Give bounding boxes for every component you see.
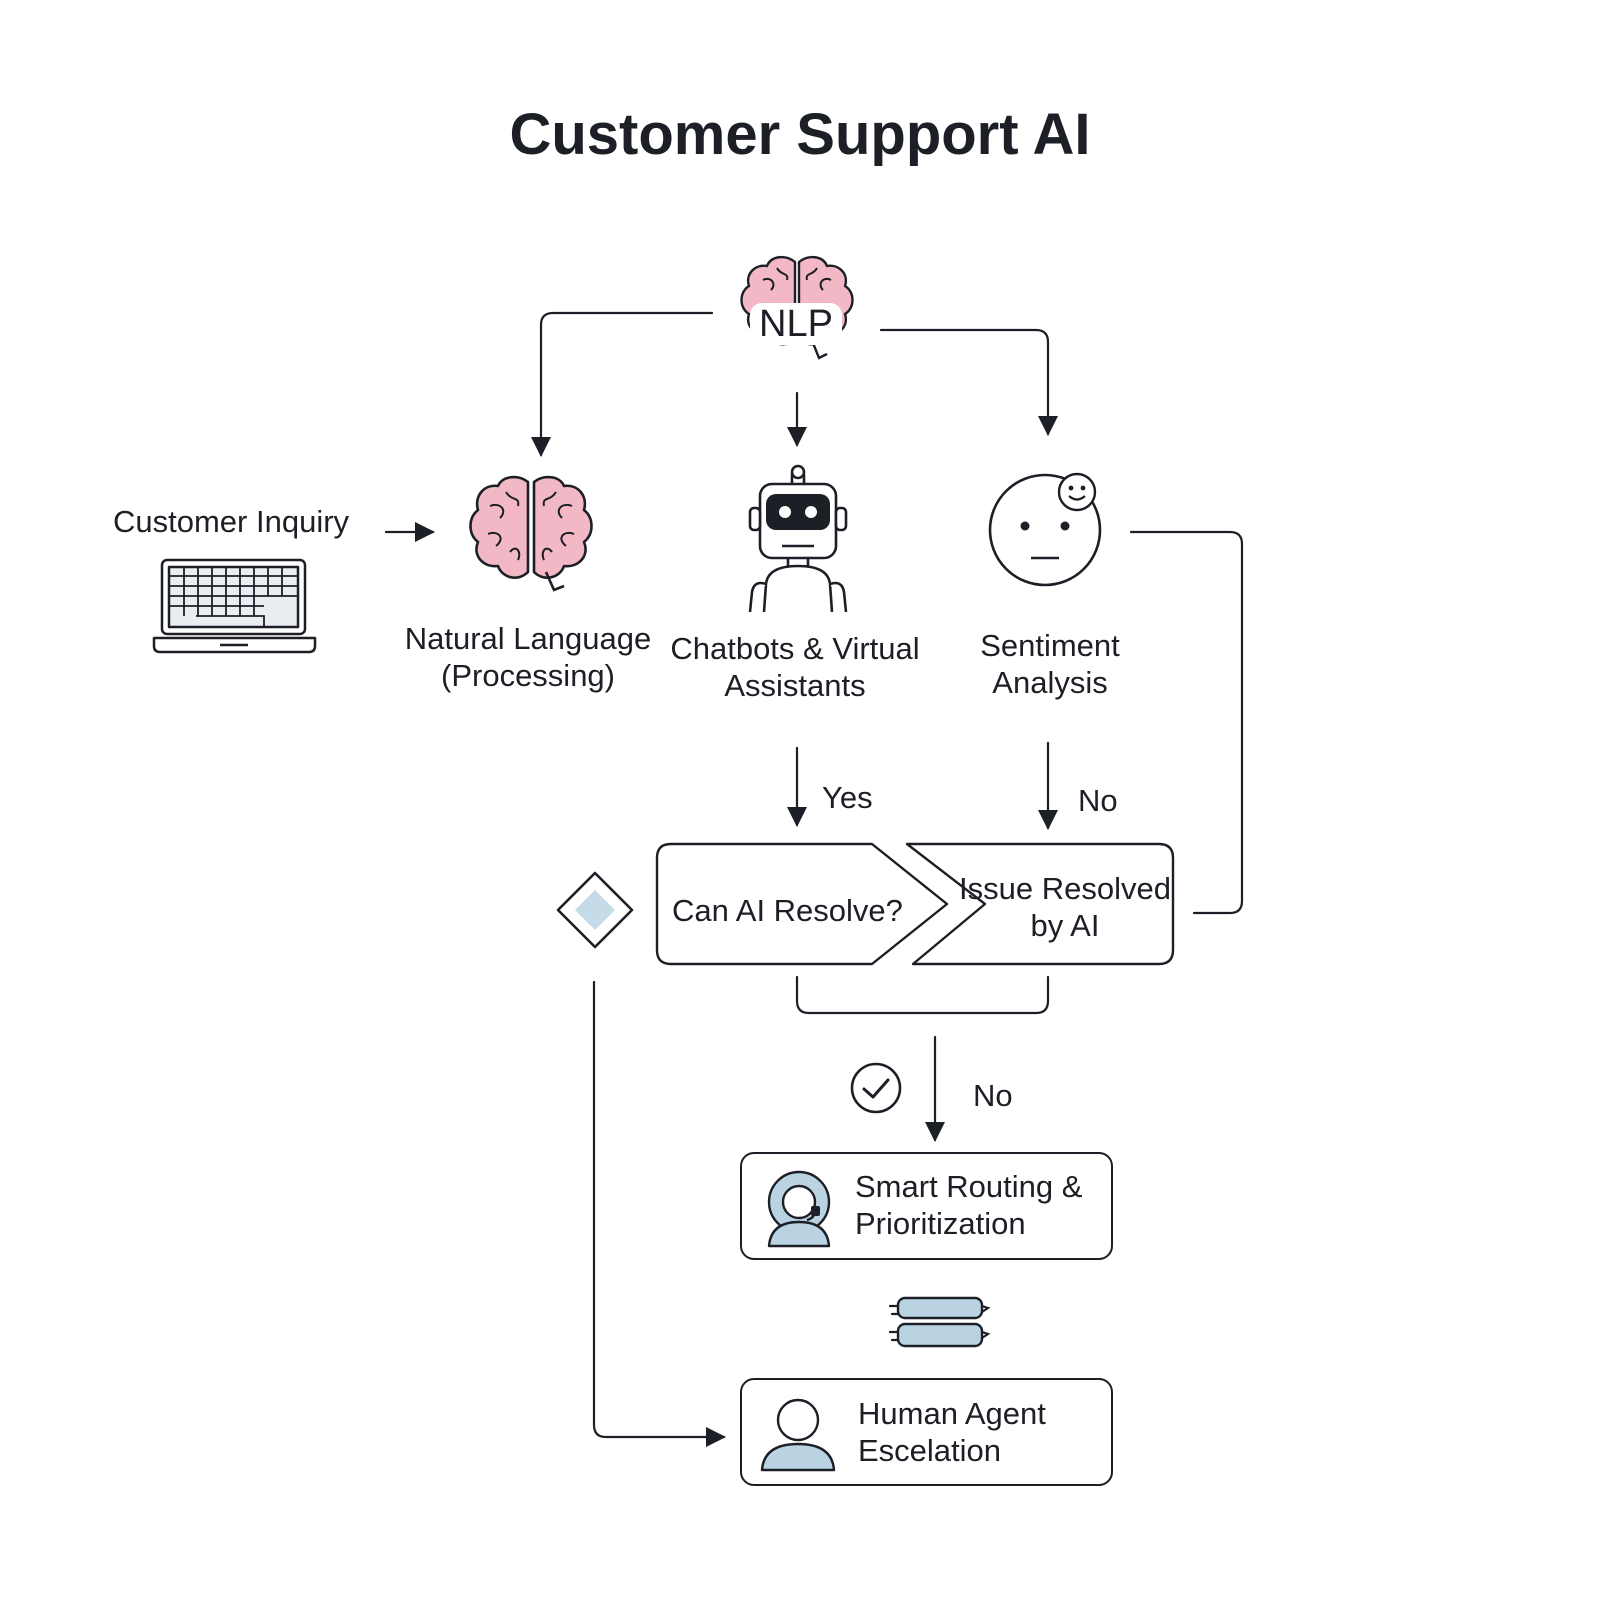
- nlp-node-label-line2: (Processing): [441, 658, 615, 694]
- edge-decision-merge: [795, 975, 1050, 1015]
- routing-label-line2: Prioritization: [855, 1206, 1026, 1241]
- edge-nlp-to-natural-language: [531, 311, 714, 457]
- sentiment-node-label-line1: Sentiment: [980, 628, 1120, 663]
- checkmark-circle-icon: [850, 1062, 902, 1114]
- decision-box: [655, 842, 949, 966]
- diagram-title: Customer Support AI: [509, 102, 1091, 167]
- resolved-box: [905, 842, 1175, 966]
- edge-label-no-lower: No: [973, 1078, 1013, 1113]
- laptop-icon: [152, 558, 317, 654]
- brain-icon: [469, 475, 593, 592]
- nlp-badge: NLP: [750, 303, 842, 345]
- edge-label-yes: Yes: [822, 780, 873, 815]
- nlp-node-label: Natural Language (Processing): [378, 620, 678, 694]
- sentiment-node-label: Sentiment Analysis: [950, 627, 1150, 701]
- smiley-icon: [1057, 472, 1097, 512]
- nlp-badge-text: NLP: [759, 303, 833, 345]
- edge-label-no-upper: No: [1078, 783, 1118, 818]
- edge-diamond-to-human: [592, 980, 726, 1447]
- server-stack-icon: [888, 1296, 991, 1348]
- chatbots-node-label: Chatbots & Virtual Assistants: [645, 630, 945, 704]
- chatbots-node-label-line1: Chatbots & Virtual: [670, 631, 920, 666]
- human-agent-label: Human Agent Escelation: [858, 1395, 1046, 1469]
- user-icon: [760, 1398, 836, 1472]
- nlp-node-label-line1: Natural Language: [404, 621, 652, 656]
- resolved-label-line1: Issue Resolved: [959, 871, 1171, 906]
- routing-label-line1: Smart Routing &: [855, 1169, 1083, 1204]
- chatbots-node-label-line2: Assistants: [724, 668, 866, 704]
- decision-label: Can AI Resolve?: [672, 893, 903, 928]
- human-agent-label-line1: Human Agent: [858, 1396, 1046, 1431]
- edge-sentiment-return: [1129, 530, 1244, 915]
- edge-nlp-to-sentiment: [879, 328, 1058, 436]
- diamond-icon: [556, 871, 634, 949]
- headset-agent-icon: [767, 1170, 831, 1248]
- human-agent-label-line2: Escelation: [858, 1433, 1002, 1468]
- customer-inquiry-label: Customer Inquiry: [113, 504, 350, 539]
- routing-label: Smart Routing & Prioritization: [855, 1168, 1082, 1242]
- sentiment-node-label-line2: Analysis: [992, 665, 1108, 701]
- robot-icon: [748, 464, 848, 612]
- resolved-label-line2: by AI: [1030, 908, 1100, 943]
- resolved-label: Issue Resolved by AI: [955, 870, 1175, 944]
